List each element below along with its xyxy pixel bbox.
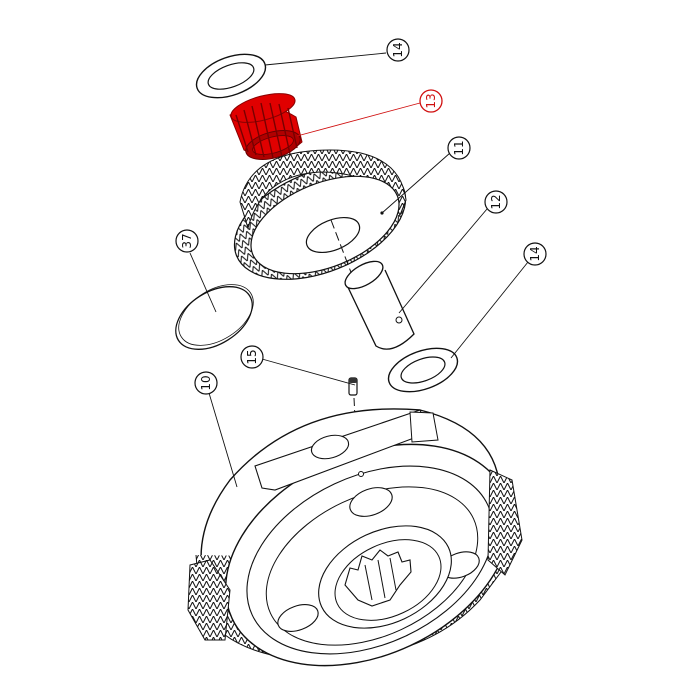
callout-label: 15: [245, 349, 259, 364]
callout-13[interactable]: 13: [419, 89, 443, 113]
callout-label: 13: [424, 93, 438, 108]
spline-hub: [344, 549, 412, 607]
callout-11[interactable]: 11: [447, 136, 471, 160]
callout-14-bottom[interactable]: 14: [523, 242, 547, 266]
callout-label: 37: [180, 233, 194, 248]
planet-carrier[interactable]: [187, 401, 546, 700]
thrust-washer-bottom[interactable]: [383, 340, 464, 400]
carrier-side-gear-left: [187, 559, 231, 641]
planet-gear[interactable]: [218, 142, 422, 302]
callout-14-top[interactable]: 14: [386, 38, 410, 62]
callout-label: 10: [199, 375, 213, 390]
thrust-washer-top[interactable]: [191, 46, 272, 106]
planet-pin[interactable]: [341, 256, 415, 350]
carrier-side-gear-right: [487, 469, 523, 576]
callout-label: 14: [528, 246, 542, 261]
callout-37[interactable]: 37: [175, 229, 199, 253]
callout-10[interactable]: 10: [194, 371, 218, 395]
callout-label: 14: [391, 42, 405, 57]
callout-15[interactable]: 15: [240, 345, 264, 369]
callout-12[interactable]: 12: [484, 190, 508, 214]
leader-lines: [189, 52, 529, 488]
callout-label: 12: [489, 194, 503, 209]
cover-disc[interactable]: [165, 272, 264, 362]
callout-label: 11: [452, 140, 466, 155]
needle-bearing-highlighted[interactable]: [228, 88, 303, 165]
